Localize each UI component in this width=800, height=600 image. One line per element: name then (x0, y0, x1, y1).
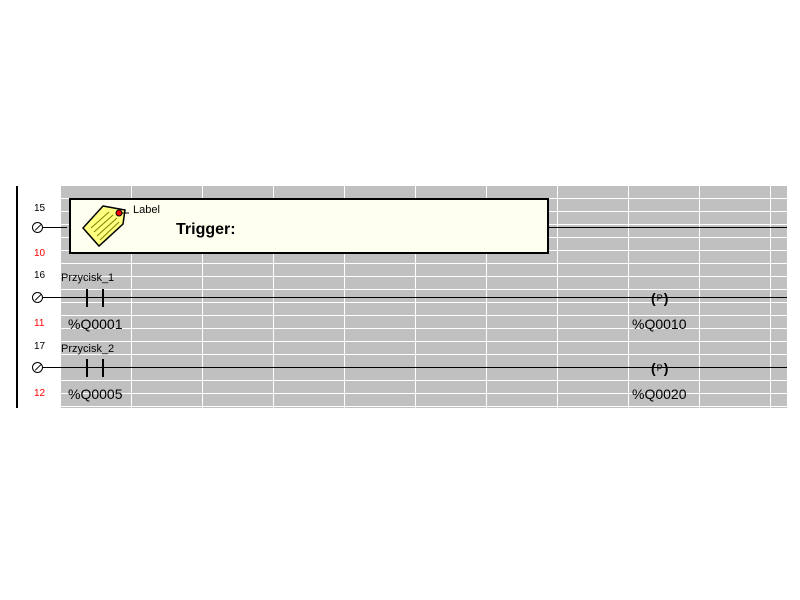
contact-no-icon[interactable] (86, 359, 108, 377)
coil-address[interactable]: %Q0020 (632, 386, 687, 402)
contact-no-icon[interactable] (86, 289, 108, 307)
contact-address[interactable]: %Q0001 (68, 316, 123, 332)
power-rail (16, 186, 18, 408)
coil-positive-icon[interactable]: (P) (651, 360, 669, 376)
rung-number: 16 (34, 270, 46, 281)
coil-type: P (656, 363, 663, 373)
ladder-diagram: 15 10 Label Trigger: 16 11 Przycisk_1 (16, 186, 787, 408)
coil-type: P (656, 293, 663, 303)
coil-address[interactable]: %Q0010 (632, 316, 687, 332)
contact-address[interactable]: %Q0005 (68, 386, 123, 402)
rung-button-1[interactable]: 16 11 Przycisk_1 %Q0001 (P) %Q0010 (18, 261, 787, 332)
rung-wire (42, 227, 67, 228)
rung-wire (549, 227, 787, 228)
rung-number: 17 (34, 341, 46, 352)
rung-label[interactable]: 15 10 Label Trigger: (18, 186, 787, 259)
rung-number: 15 (34, 203, 46, 214)
step-number: 10 (34, 248, 46, 259)
step-number: 12 (34, 388, 46, 399)
contact-name[interactable]: Przycisk_2 (61, 343, 115, 355)
rung-wire (42, 367, 787, 368)
contact-name[interactable]: Przycisk_1 (61, 272, 115, 284)
rung-wire (42, 297, 787, 298)
label-block[interactable]: Label Trigger: (69, 198, 549, 254)
label-kind: Label (133, 204, 160, 216)
tag-icon (81, 205, 129, 248)
coil-positive-icon[interactable]: (P) (651, 290, 669, 306)
rung-button-2[interactable]: 17 12 Przycisk_2 %Q0005 (P) %Q0020 (18, 332, 787, 403)
step-number: 11 (34, 318, 45, 329)
label-text: Trigger: (176, 221, 236, 238)
